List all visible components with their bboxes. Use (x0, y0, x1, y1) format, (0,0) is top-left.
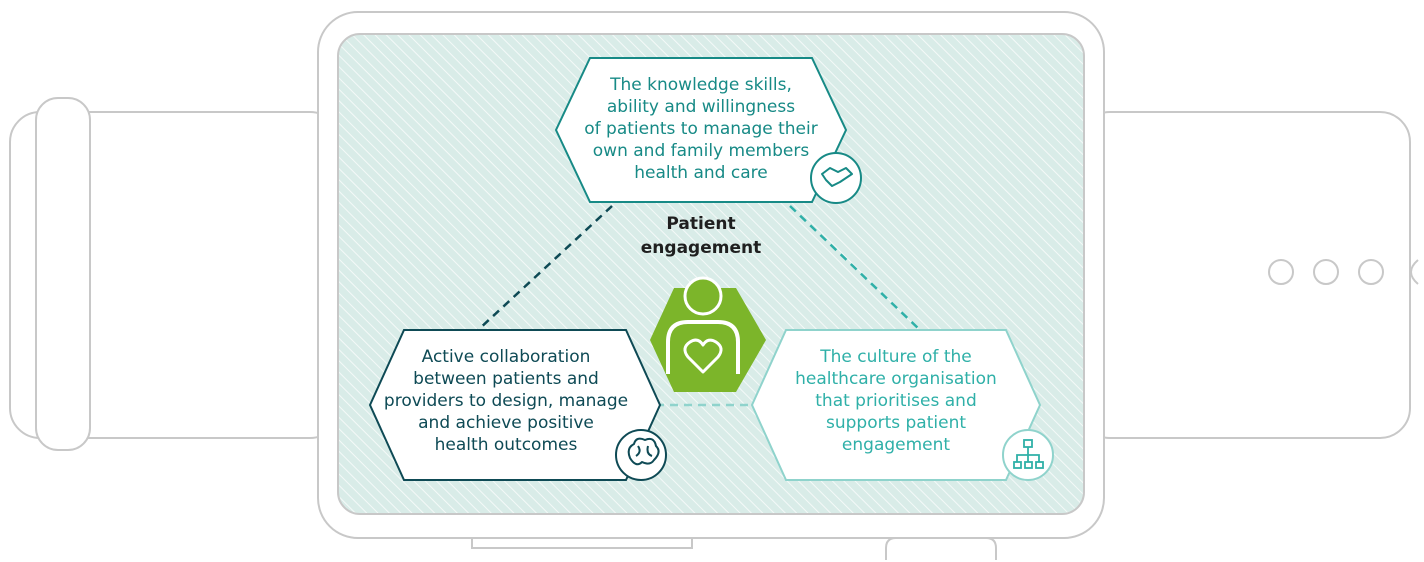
patient-heart-icon (650, 276, 766, 392)
culture-line-4: supports patient (825, 413, 967, 433)
collaboration-line-5: health outcomes (434, 435, 578, 455)
culture-text: The culture of the healthcare organisati… (770, 346, 1022, 456)
knowledge-line-2: ability and willingness (606, 97, 796, 117)
left-strap (9, 97, 341, 451)
hexagon-culture (750, 329, 1042, 481)
bottom-tab-right (885, 537, 997, 560)
knowledge-line-3: of patients to manage their (584, 119, 818, 139)
collaboration-line-4: and achieve positive (418, 413, 594, 433)
knowledge-line-5: health and care (634, 163, 768, 183)
culture-line-3: that prioritises and (815, 391, 977, 411)
hexagon-knowledge (554, 57, 848, 203)
center-title: Patient engagement (610, 212, 792, 260)
brain-icon (615, 429, 667, 481)
org-chart-icon (1002, 429, 1054, 481)
knowledge-line-1: The knowledge skills, (610, 75, 792, 95)
collaboration-text: Active collaboration between patients an… (366, 346, 646, 456)
bottom-tab-left (471, 538, 693, 549)
handshake-icon (810, 152, 862, 204)
connector-knowledge-collaboration (477, 205, 613, 331)
knowledge-text: The knowledge skills, ability and willin… (560, 74, 842, 184)
connector-knowledge-culture (789, 205, 921, 331)
collaboration-line-1: Active collaboration (421, 347, 591, 367)
collaboration-line-3: providers to design, manage (383, 391, 629, 411)
knowledge-line-4: own and family members (592, 141, 810, 161)
collaboration-line-2: between patients and (413, 369, 599, 389)
hexagon-collaboration (368, 329, 662, 481)
culture-line-2: healthcare organisation (795, 369, 997, 389)
strap-holes (1268, 259, 1419, 285)
culture-line-1: The culture of the (820, 347, 972, 367)
center-title-text: Patient engagement (640, 214, 762, 258)
culture-line-5: engagement (841, 435, 951, 455)
